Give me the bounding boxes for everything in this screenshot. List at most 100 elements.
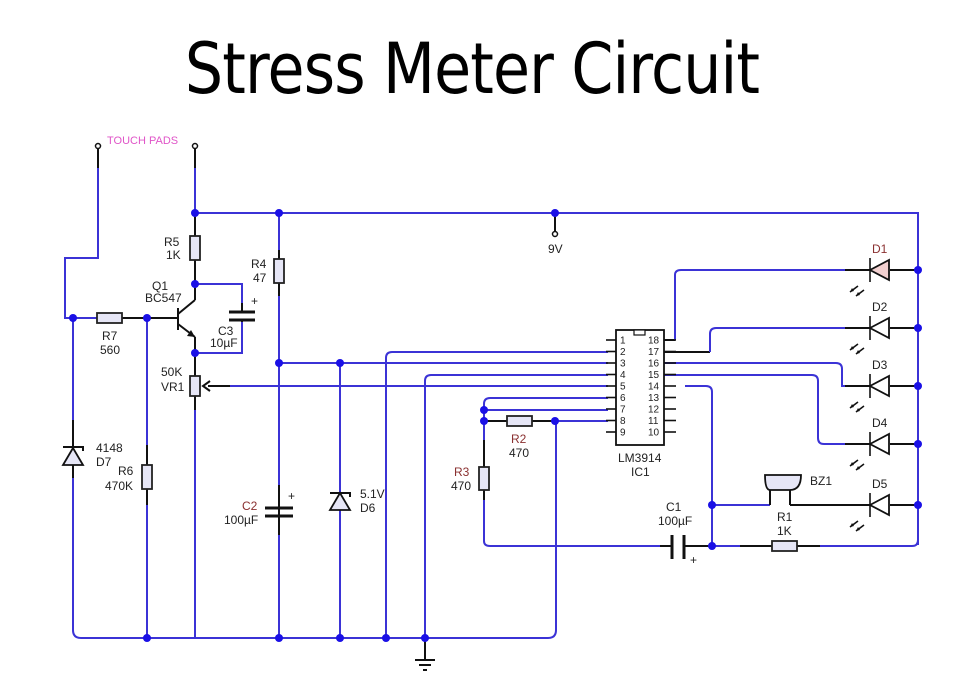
capacitor-icon [670, 535, 686, 559]
led-icon [868, 493, 890, 517]
led-d3: D3 [849, 358, 890, 413]
touch-pad-left-wire [64, 168, 100, 319]
bz1-ref: BZ1 [810, 474, 832, 488]
touch-pads-label: TOUCH PADS [107, 135, 178, 147]
r5-ref: R5 [164, 235, 180, 249]
r3-value: 470 [451, 479, 471, 493]
ic-body [615, 329, 665, 446]
led-d1: D1 [849, 242, 890, 297]
page-title: Stress Meter Circuit [184, 28, 760, 110]
led-d5: D5 [849, 477, 890, 532]
led-icon [868, 316, 890, 340]
resistor-icon [478, 466, 490, 491]
d6-value: 5.1V [360, 487, 385, 501]
led-d4: D4 [849, 416, 890, 471]
resistor-r7: R7 560 [96, 312, 123, 357]
ic-pin-number: 17 [648, 347, 660, 358]
led-label: D1 [872, 242, 888, 256]
ic-pin-number: 8 [620, 416, 626, 427]
zener-diode-icon [328, 491, 352, 511]
ic-notch-icon [633, 329, 646, 336]
transistor-q1: Q1 BC547 [145, 279, 196, 338]
vr1-value: 50K [161, 365, 182, 379]
wiper-arrow-icon [201, 380, 211, 392]
resistor-r3: R3 470 [451, 465, 490, 493]
wires [64, 148, 919, 671]
q1-ref: Q1 [152, 279, 168, 293]
resistor-r1: R1 1K [771, 510, 798, 552]
led-label: D2 [872, 300, 888, 314]
ic-pin-number: 16 [648, 359, 660, 370]
resistor-icon [771, 540, 798, 552]
resistor-r2: R2 470 [506, 415, 533, 460]
ic1-value: LM3914 [618, 451, 662, 465]
c2-value: 100µF [224, 513, 258, 527]
r1-ref: R1 [777, 510, 793, 524]
npn-transistor-icon [177, 299, 196, 338]
led-label: D5 [872, 477, 888, 491]
r6-value: 470K [105, 479, 133, 493]
resistor-icon [189, 235, 201, 261]
capacitor-c3: + C3 10µF [210, 294, 258, 350]
zener-d6: 5.1V D6 [328, 487, 385, 515]
buzzer-icon [764, 474, 802, 491]
r4-ref: R4 [251, 257, 267, 271]
potentiometer-icon [189, 375, 201, 397]
ic-pin-number: 3 [620, 359, 626, 370]
q1-value: BC547 [145, 291, 182, 305]
ic-pin-number: 9 [620, 428, 626, 439]
c3-plus: + [251, 294, 258, 308]
supply-terminal: 9V [548, 230, 563, 256]
c2-ref: C2 [242, 499, 258, 513]
c2-plus: + [288, 489, 295, 503]
potentiometer-vr1: 50K VR1 [161, 365, 211, 397]
vr1-ref: VR1 [161, 380, 185, 394]
terminal-icon [551, 230, 559, 238]
r5-value: 1K [166, 248, 181, 262]
ic-pin-number: 11 [648, 416, 659, 427]
supply-label: 9V [548, 242, 563, 256]
r7-value: 560 [100, 343, 120, 357]
resistor-r5: R5 1K [164, 235, 201, 262]
c1-plus: + [690, 553, 697, 567]
ic-pin-number: 5 [620, 382, 626, 393]
resistor-icon [141, 464, 153, 490]
r2-ref: R2 [511, 432, 527, 446]
ic-pin-number: 10 [648, 428, 660, 439]
ic-pin-number: 15 [648, 370, 660, 381]
ground-icon [415, 638, 435, 671]
ic-pin-number: 7 [620, 405, 626, 416]
r2-value: 470 [509, 446, 529, 460]
c1-ref: C1 [666, 500, 682, 514]
touch-pad-terminal-icon [94, 142, 102, 150]
resistor-icon [273, 258, 285, 284]
ic-pin-number: 2 [620, 347, 626, 358]
r7-ref: R7 [102, 329, 118, 343]
c1-value: 100µF [658, 514, 692, 528]
touch-pad-terminal-icon [191, 142, 199, 150]
d7-ref: D7 [96, 455, 112, 469]
capacitor-c2: + C2 100µF [224, 485, 295, 535]
buzzer-bz1: BZ1 [764, 474, 832, 491]
d7-value: 4148 [96, 441, 123, 455]
r1-value: 1K [777, 524, 792, 538]
junctions [69, 209, 922, 642]
c3-ref: C3 [218, 324, 234, 338]
ic-pin-number: 18 [648, 336, 660, 347]
c3-value: 10µF [210, 336, 238, 350]
led-icon [868, 432, 890, 456]
led-icon [868, 374, 890, 398]
led-icon [868, 258, 890, 282]
ic-pin-number: 13 [648, 393, 660, 404]
ic-pin-number: 14 [648, 382, 660, 393]
resistor-r4: R4 47 [251, 257, 285, 285]
touch-pads: TOUCH PADS [94, 135, 199, 150]
d6-ref: D6 [360, 501, 376, 515]
ic1-ref: IC1 [631, 465, 650, 479]
r3-ref: R3 [454, 465, 470, 479]
ic-pin-number: 4 [620, 370, 626, 381]
capacitor-c1: + C1 100µF [658, 500, 697, 567]
